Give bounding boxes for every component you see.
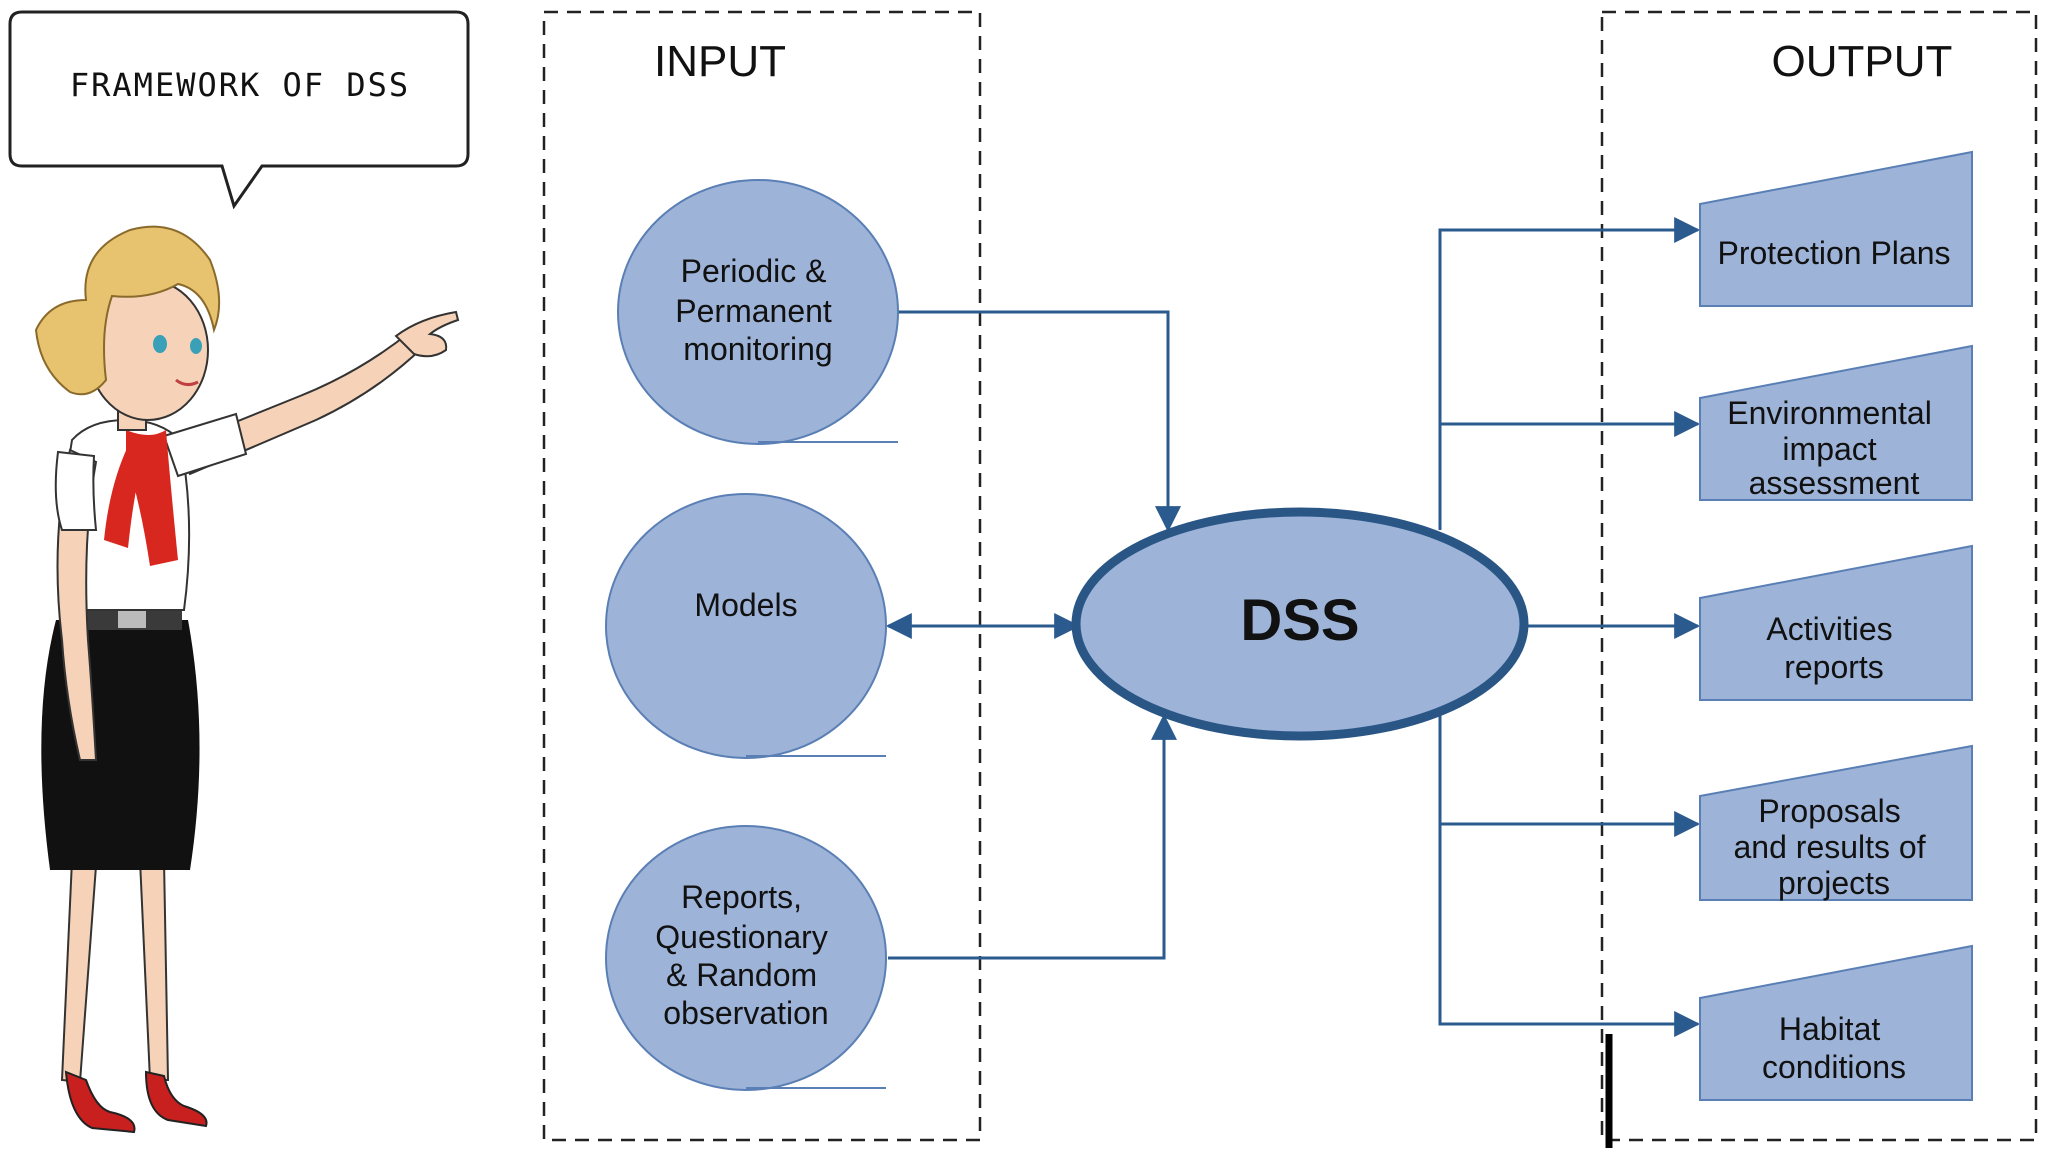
output-node-protection: Protection Plans (1699, 150, 1973, 307)
speech-bubble-text: FRAMEWORK OF DSS (70, 66, 410, 104)
svg-text:Periodic & Permanent: Periodic & Permanent monitoring (675, 253, 840, 367)
input-panel: INPUT (542, 10, 982, 1142)
output-node-proposals: Proposals and results of projects (1699, 744, 1973, 901)
output-node-eia-line-3: assessment (1749, 465, 1920, 501)
output-node-eia-line-2: impact (1782, 431, 1876, 467)
input-node-models: Models (605, 493, 887, 759)
output-node-protection-label: Protection Plans (1717, 235, 1950, 271)
svg-text:Habitat conditions: Habitat conditions (1762, 1011, 1906, 1085)
output-node-proposals-line-1: Proposals (1758, 793, 1900, 829)
svg-text:Activities reports: Activities reports (1766, 611, 1901, 685)
output-node-eia: Environmental impact assessment (1699, 344, 1973, 501)
input-node-reports-line-1: Reports, (681, 879, 802, 915)
input-node-reports: Reports, Questionary & Random observatio… (605, 825, 887, 1091)
input-node-reports-line-3: & Random (666, 957, 817, 993)
input-node-monitoring-line-2: Permanent (675, 293, 832, 329)
input-node-reports-line-4: observation (663, 995, 828, 1031)
output-node-eia-line-1: Environmental (1727, 395, 1932, 431)
connector-reports-to-dss (888, 713, 1177, 960)
speech-bubble: FRAMEWORK OF DSS (8, 10, 470, 210)
output-node-activities: Activities reports (1699, 544, 1973, 701)
output-node-proposals-line-2: and results of (1734, 829, 1926, 865)
svg-text:Proposals and results of: Proposals and results of projects (1734, 793, 1935, 901)
output-node-habitat-line-2: conditions (1762, 1049, 1906, 1085)
input-node-models-label: Models (694, 587, 797, 623)
dss-label: DSS (1240, 588, 1359, 653)
connector-dss-to-habitat (1438, 824, 1701, 1037)
input-panel-title: INPUT (654, 37, 786, 86)
dss-center-node: DSS (1071, 507, 1529, 741)
svg-text:Reports, Questionary: Reports, Questionary & Random observatio… (655, 879, 836, 1031)
connectors (885, 217, 1701, 1037)
input-node-reports-line-2: Questionary (655, 919, 828, 955)
svg-text:Environmental impact: Environmental impact assessment (1727, 395, 1940, 501)
input-node-monitoring: Periodic & Permanent monitoring (617, 179, 899, 445)
output-node-activities-line-1: Activities (1766, 611, 1892, 647)
output-node-proposals-line-3: projects (1778, 865, 1890, 901)
connector-monitoring-to-dss (898, 310, 1181, 533)
output-panel: OUTPUT (1600, 10, 2038, 1148)
connector-dss-to-protection (1438, 217, 1701, 530)
output-node-habitat: Habitat conditions (1699, 944, 1973, 1101)
presenter-illustration (34, 225, 460, 1134)
connector-dss-to-proposals (1438, 714, 1701, 837)
input-node-monitoring-line-3: monitoring (683, 331, 832, 367)
output-node-activities-line-2: reports (1784, 649, 1884, 685)
input-node-monitoring-line-1: Periodic & (681, 253, 827, 289)
output-node-habitat-line-1: Habitat (1779, 1011, 1881, 1047)
output-panel-title: OUTPUT (1772, 37, 1953, 86)
